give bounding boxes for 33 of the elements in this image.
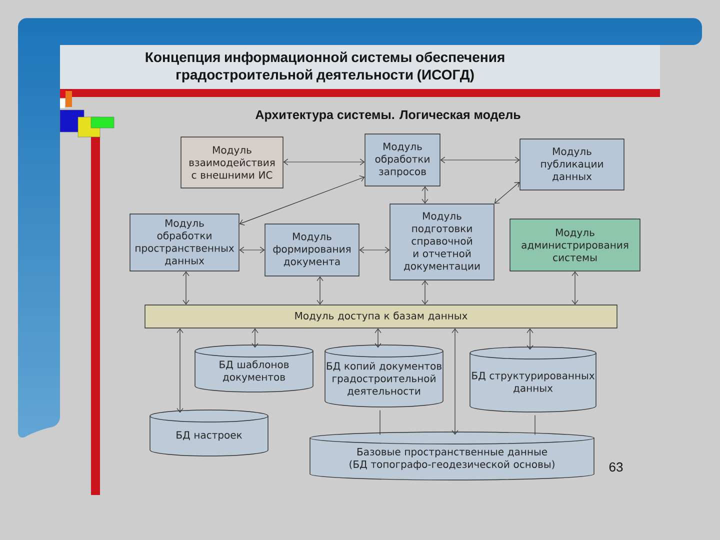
database-cylinder: БД структурированных данных [470,346,596,412]
title: Концепция информационной системы обеспечения градостроительной деятельности (ИСОГД) [146,52,504,82]
module-box: Модуль обработки пространственных данных [130,214,240,272]
arrow [422,186,428,204]
module-box: Модуль администрирования системы [510,218,640,272]
module-box: Модуль взаимодействия с внешними ИС [180,136,284,188]
arrow [239,246,265,254]
arrow [176,328,184,413]
arrow [239,175,365,226]
database-cylinder: Базовые пространственные данные (БД топографо-геодезической основы) [310,432,594,480]
module-box: Модуль обработки запросов [364,134,440,186]
arrow [526,328,534,350]
arrow [182,271,190,305]
database-cylinder: БД настроек [150,410,268,456]
arrow [374,328,382,348]
arrow [252,328,258,348]
arrow [359,246,390,254]
module-box: Модуль формирования документа [264,224,360,276]
arrow [316,276,324,305]
connector-line [534,414,536,436]
module-bar: Модуль доступа к базам данных [144,304,618,328]
module-box: Модуль публикации данных [520,138,624,190]
subtitle: Архитектура системы. Логическая модель [256,110,520,122]
arrow [452,328,458,435]
arrow [422,280,428,305]
database-cylinder: БД шаблонов документов [194,344,314,392]
arrow [283,158,365,166]
arrow [572,271,578,305]
arrow [494,182,520,204]
module-box: Модуль подготовки справочной и отчетной документации [390,204,494,280]
page-number: 63 [609,462,623,472]
arrow [440,156,520,164]
database-cylinder: БД копий документов градостроительной деятельности [324,344,444,408]
